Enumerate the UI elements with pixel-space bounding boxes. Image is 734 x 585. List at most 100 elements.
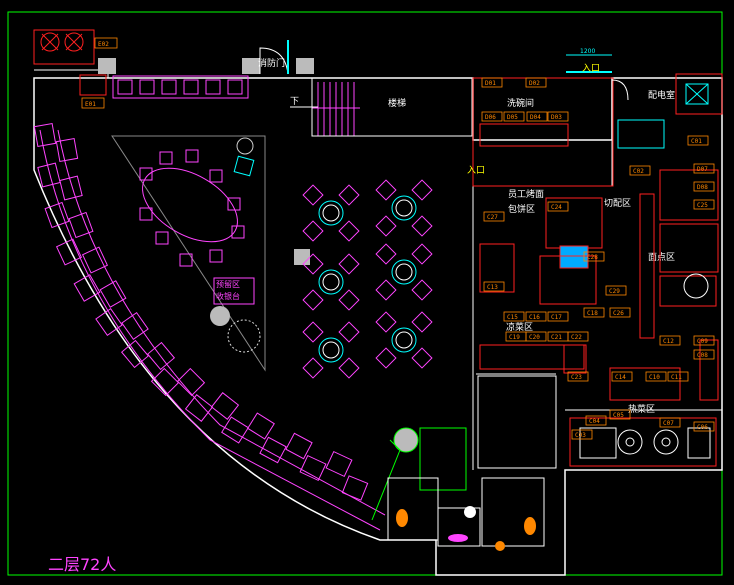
equipment-tag-text: C19: [509, 334, 520, 341]
cashier-label: 收银台: [216, 291, 240, 301]
equipment-tag: [693, 421, 715, 432]
kitchen-entrance-label: 入口: [467, 165, 485, 176]
tag-e02: [94, 37, 118, 49]
equipment-tag: [693, 199, 715, 210]
kitchen-equipment: [479, 119, 719, 467]
stir-fry-zone-label: 热菜区: [628, 403, 655, 415]
balcony-wall: [34, 69, 109, 78]
equipment-tag-text: C16: [529, 314, 540, 321]
restroom: [387, 477, 545, 551]
tag-e02-text: E02: [98, 41, 109, 48]
equipment-tag-text: C20: [529, 334, 540, 341]
reserved-area-label: 预留区: [216, 279, 240, 289]
equipment-tag-text: D06: [485, 114, 496, 121]
top-entrance-label: 入口: [582, 63, 600, 74]
four-person-table: [375, 243, 433, 301]
equipment-tag-text: C22: [571, 334, 582, 341]
plant-icon: [236, 137, 254, 155]
equipment-tag: [659, 417, 681, 428]
equipment-tag: [567, 371, 589, 382]
chair: [411, 179, 433, 201]
equipment-tag: [693, 349, 715, 360]
equipment-tag-text: D07: [697, 166, 708, 173]
equipment-tag: [526, 111, 548, 122]
equipment-tag: [481, 111, 503, 122]
chair: [338, 184, 360, 206]
equipment-tag-text: D03: [551, 114, 562, 121]
equipment-tag: [567, 331, 589, 342]
equipment-tag: [609, 409, 631, 420]
four-person-table: [302, 253, 360, 311]
chair: [411, 243, 433, 265]
chair: [302, 220, 324, 242]
equipment-tag: [483, 281, 505, 292]
kitchen-walls: [472, 78, 722, 470]
equipment-tag: [525, 77, 547, 88]
equipment-tag-text: C03: [575, 432, 586, 439]
balcony-planter: [33, 29, 95, 65]
chair: [302, 184, 324, 206]
counter-e01: [79, 74, 107, 96]
chair: [375, 311, 397, 333]
top-booth-row: [112, 75, 249, 99]
equipment-tag-text: C11: [671, 374, 682, 381]
plant-icon: [227, 319, 261, 353]
noodle-zone-label: 面点区: [648, 252, 675, 263]
chair: [375, 243, 397, 265]
equipment-tag-text: C07: [663, 420, 674, 427]
power-room-label: 配电室: [648, 89, 675, 101]
plant-icon: [64, 32, 84, 52]
corridor-rail: [371, 439, 401, 521]
equipment-tag-text: C25: [697, 202, 708, 209]
four-person-tables: [302, 179, 433, 379]
equipment-tag-text: C17: [551, 314, 562, 321]
building-outline: [33, 77, 723, 576]
plant-icon: [40, 32, 60, 52]
curved-booth-arc: [33, 123, 386, 531]
chair: [375, 347, 397, 369]
equipment-tag: [611, 371, 633, 382]
equipment-tag-text: C12: [663, 338, 674, 345]
equipment-tag-text: C23: [571, 374, 582, 381]
fire-door-label: 消防门: [258, 57, 285, 69]
equipment-tag: [629, 165, 651, 176]
equipment-tag: [659, 335, 681, 346]
equipment-tag-text: C18: [587, 310, 598, 317]
chair: [302, 357, 324, 379]
tag-e01: [81, 97, 105, 109]
chair: [375, 179, 397, 201]
equipment-tag-text: C04: [589, 418, 600, 425]
power-room: [675, 73, 723, 115]
floor-title: 二层72人: [48, 555, 116, 574]
equipment-tag: [605, 285, 627, 296]
equipment-tag: [525, 331, 547, 342]
chair: [338, 289, 360, 311]
column-round: [210, 306, 230, 326]
four-person-table: [302, 321, 360, 379]
equipment-tag: [583, 251, 605, 262]
equipment-tag-text: C05: [613, 412, 624, 419]
staircase: [311, 78, 360, 136]
equipment-tag-text: C02: [633, 168, 644, 175]
equipment-tag: [645, 371, 667, 382]
equipment-tag-text: C26: [613, 310, 624, 317]
equipment-tag: [571, 429, 593, 440]
pastry-zone-label: 包饼区: [508, 203, 535, 215]
equipment-tag: [583, 307, 605, 318]
column: [98, 58, 116, 74]
equipment-tag: [585, 415, 607, 426]
equipment-tag: [693, 181, 715, 192]
four-person-table: [302, 184, 360, 242]
equipment-tag: [481, 77, 503, 88]
equipment-tag: [547, 311, 569, 322]
equipment-tag-text: C08: [697, 352, 708, 359]
four-person-table: [375, 179, 433, 237]
equipment-tag-text: C21: [551, 334, 562, 341]
tag-e01-text: E01: [85, 101, 96, 108]
stairs-label: 楼梯: [388, 97, 406, 109]
chair: [411, 215, 433, 237]
equipment-tag-text: D02: [529, 80, 540, 87]
door-swing: [611, 79, 629, 101]
equipment-tag: [687, 135, 709, 146]
banquet-table: [139, 149, 245, 267]
